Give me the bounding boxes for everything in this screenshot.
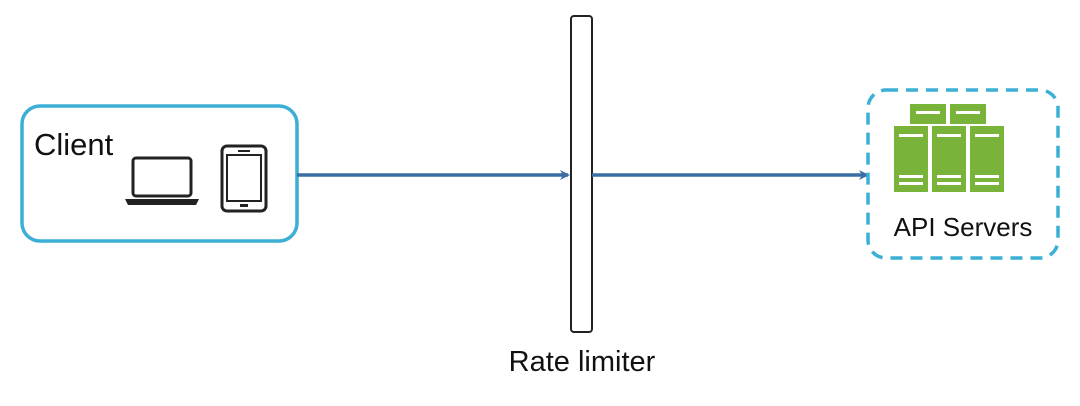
client-label: Client	[34, 127, 114, 162]
smartphone-icon	[220, 144, 268, 213]
api-servers-label: API Servers	[893, 212, 1033, 242]
server-rack-icon	[894, 104, 1004, 192]
rate-limiter-bar	[570, 15, 593, 333]
laptop-icon	[125, 156, 199, 205]
rate-limiter-label: Rate limiter	[508, 346, 656, 378]
